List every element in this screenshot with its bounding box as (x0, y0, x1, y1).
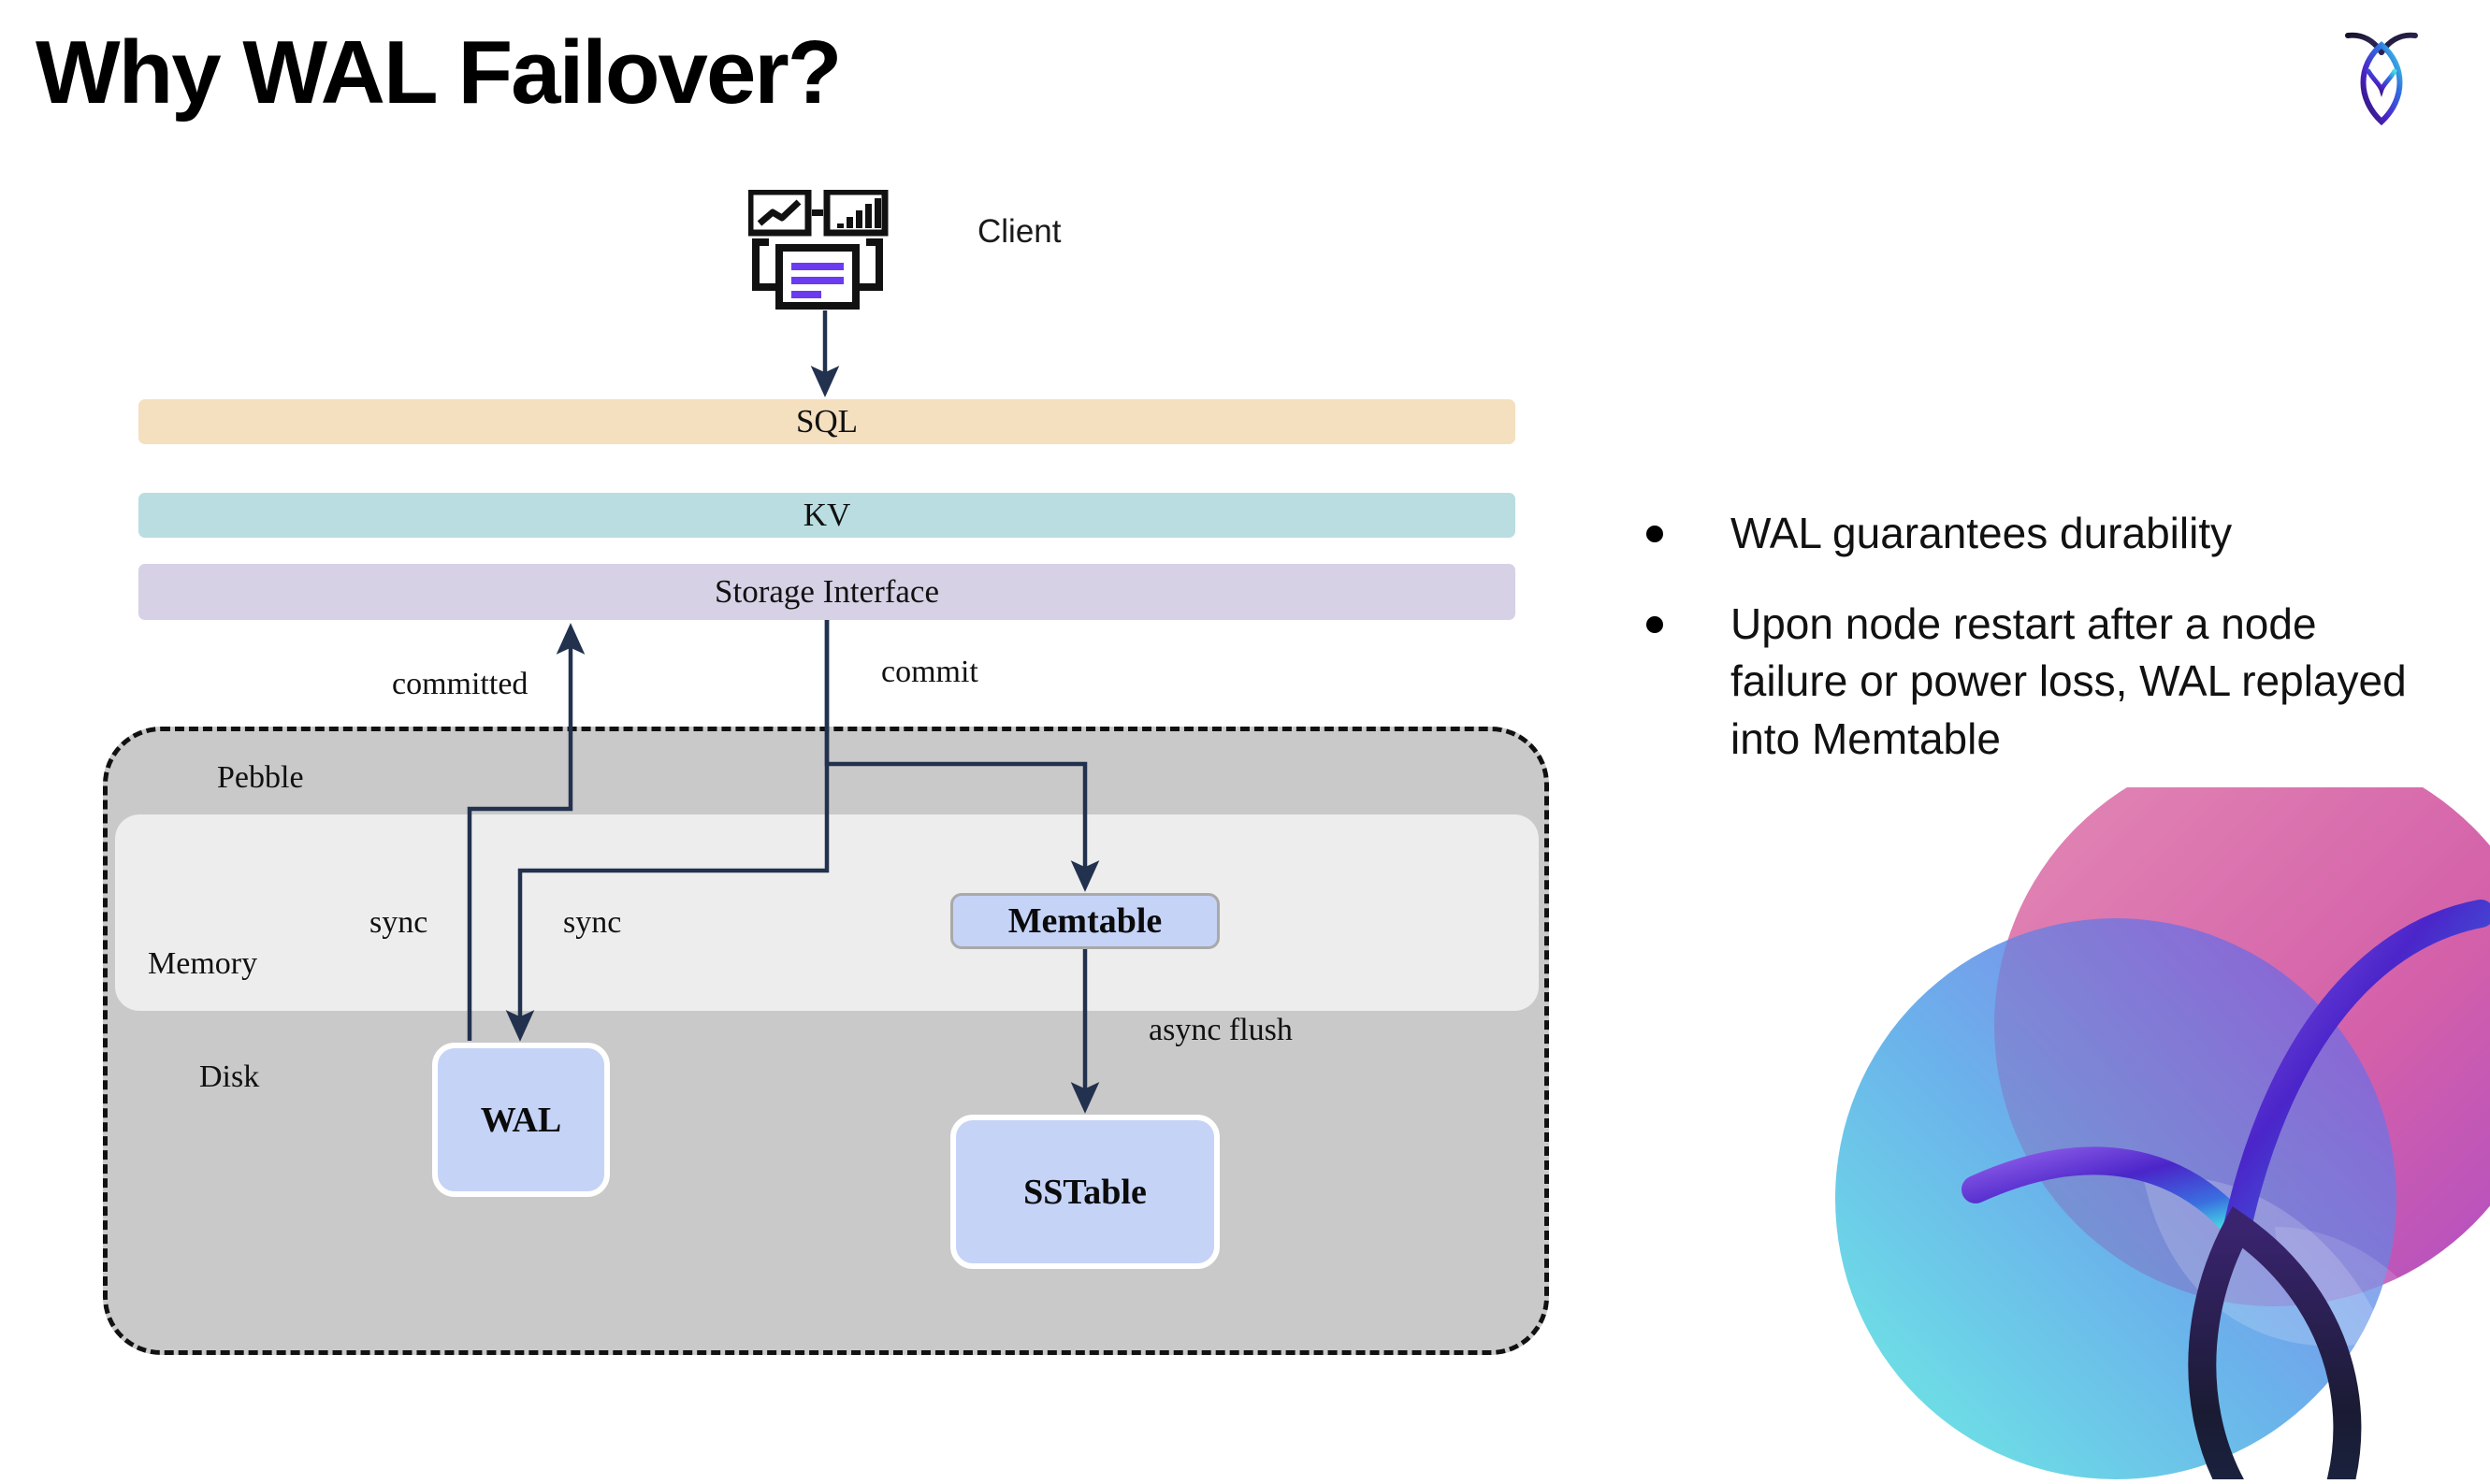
memory-label: Memory (148, 946, 258, 981)
bullet-text: WAL guarantees durability (1730, 509, 2233, 557)
layer-bar-sql[interactable]: SQL (138, 399, 1515, 444)
edge-label-async-flush: async flush (1149, 1013, 1293, 1047)
node-wal[interactable]: WAL (432, 1043, 610, 1197)
cockroach-logo-watermark-icon (1835, 745, 2490, 1484)
edge-label-committed: committed (392, 667, 528, 701)
list-item: WAL guarantees durability (1646, 505, 2423, 562)
edge-label-sync-right: sync (563, 905, 622, 940)
node-sstable[interactable]: SSTable (950, 1115, 1220, 1269)
edge-label-commit: commit (881, 655, 978, 689)
bullet-dot-icon (1646, 526, 1663, 542)
cockroach-logo-icon (2340, 24, 2423, 127)
memory-region (115, 814, 1539, 1011)
client-dashboard-icon (746, 188, 898, 311)
list-item: Upon node restart after a node failure o… (1646, 596, 2423, 768)
page-title: Why WAL Failover? (36, 22, 842, 122)
client-label: Client (977, 213, 1062, 250)
edge-label-sync-left: sync (369, 905, 428, 940)
bullet-text: Upon node restart after a node failure o… (1730, 599, 2407, 763)
bullet-dot-icon (1646, 616, 1663, 634)
disk-label: Disk (199, 1059, 260, 1094)
pebble-label: Pebble (217, 760, 304, 795)
layer-bar-kv[interactable]: KV (138, 493, 1515, 538)
layer-bar-storage[interactable]: Storage Interface (138, 564, 1515, 620)
bullet-list: WAL guarantees durability Upon node rest… (1646, 505, 2423, 801)
node-memtable[interactable]: Memtable (950, 893, 1220, 949)
